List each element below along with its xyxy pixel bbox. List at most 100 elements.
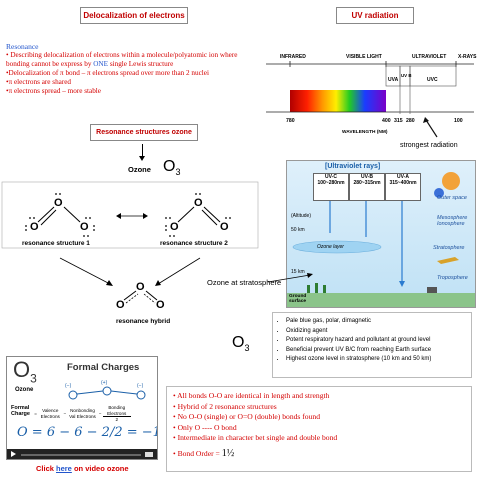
wavelength-axis-label: WAVELENGTH (NM) <box>342 129 388 135</box>
atmosphere-illustration: [Ultraviolet rays] UV-C 100~280nm UV-B 2… <box>286 160 476 308</box>
formula-bonding: Bonding Electrons <box>102 405 131 417</box>
outer-space-label: Outer space <box>437 195 467 201</box>
planet-icon <box>434 188 444 198</box>
altitude-15km: 15 km <box>291 269 305 275</box>
atmosphere-title: [Ultraviolet rays] <box>325 163 381 170</box>
resonance-definition: Resonance • Describing delocalization of… <box>6 42 258 96</box>
resonance-title-box: Resonance structures ozone <box>90 124 198 141</box>
troposphere-label: Troposphere <box>437 275 468 281</box>
resonance-hybrid-label: resonance hybrid <box>116 318 171 325</box>
uv-spectrum-diagram: INFRARED VISIBLE LIGHT ULTRAVIOLET X-RAY… <box>266 54 477 138</box>
deloc-bullet-4-text: π electrons spread – more stable <box>8 87 101 95</box>
video-o3-formula: O3 <box>13 357 37 385</box>
uv-label-infrared: INFRARED <box>280 54 306 60</box>
ozone-facts-list: • All bonds O-O are identical in length … <box>173 391 465 459</box>
uva-column-label: UV-A <box>397 174 409 180</box>
ozone-facts-box: • All bonds O-O are identical in length … <box>166 386 472 472</box>
svg-text:O: O <box>136 281 145 293</box>
svg-text:O: O <box>194 197 203 209</box>
ozone-fact-text: Hybrid of 2 resonance structures <box>177 401 277 411</box>
ground-surface-label: Ground surface <box>289 294 307 304</box>
mesosphere-label: Mesosphere Ionosphere <box>437 215 468 227</box>
uvc-column: UV-C 100~280nm <box>313 173 349 201</box>
video-title: Formal Charges <box>67 362 140 373</box>
handwritten-calculation: O = 6 − 6 − 2/2 = −1 <box>17 425 158 440</box>
play-icon[interactable] <box>11 451 16 457</box>
formula-formal: Formal Charge <box>11 405 30 417</box>
video-control-bar[interactable] <box>7 449 157 459</box>
visible-spectrum-bar <box>290 90 386 112</box>
tick-280: 280 <box>406 118 415 124</box>
ozone-layer-ellipse <box>292 240 382 254</box>
ozone-video-thumbnail[interactable]: O3 Ozone Formal Charges (−) (+) (−) Form… <box>6 356 158 460</box>
formula-nonbond: Nonbonding Val Electrons <box>69 408 96 419</box>
resonance-down-arrow <box>142 144 143 158</box>
video-link-here[interactable]: here <box>56 464 72 473</box>
uva-column-range: 315~400nm <box>389 180 417 186</box>
altitude-50km: 50 km <box>291 227 305 233</box>
uv-ray-arrows <box>287 172 475 307</box>
uvc-column-label: UV-C <box>325 174 337 180</box>
deloc-bullet-3: •π electrons are shared <box>6 78 72 86</box>
video-ozone-drawing: (−) (+) (−) <box>65 380 146 400</box>
uva-band <box>385 65 401 87</box>
uvb-column-label: UV-B <box>361 174 373 180</box>
video-o: O <box>13 357 31 382</box>
formula-over: 2 <box>115 417 119 422</box>
svg-text:O: O <box>116 299 125 311</box>
uv-title: UV radiation <box>351 11 399 20</box>
resonance-hybrid-structure: O O O <box>116 281 165 311</box>
o3-property-item: Potent respiratory hazard and pollutant … <box>286 336 467 346</box>
resonance-structure-1-label: resonance structure 1 <box>22 240 90 247</box>
uv-label-xrays: X-RAYS <box>458 54 477 60</box>
formula-bonding-fraction: Bonding Electrons 2 <box>102 405 131 423</box>
o3-property-item: Highest ozone level in stratosphere (10 … <box>286 355 467 365</box>
resonance-title: Resonance structures ozone <box>96 129 192 136</box>
bond-order-label: Bond Order = <box>177 448 222 458</box>
sun-icon <box>442 172 460 190</box>
deloc-title-box: Delocalization of electrons <box>80 7 188 24</box>
o3-properties-box: Pale blue gas, polar, dimagnetic Oxidizi… <box>272 312 472 378</box>
ozone-stratosphere-label: Ozone at stratosphere <box>207 278 282 287</box>
uv-label-ultraviolet: ULTRAVIOLET <box>412 54 446 60</box>
svg-text:(−): (−) <box>137 383 144 389</box>
formula-eq: = <box>34 410 37 416</box>
resonance-structures: O O O O O O O O O <box>1 181 259 311</box>
deloc-title: Delocalization of electrons <box>83 11 185 20</box>
airplane-icon <box>437 257 459 264</box>
ozone-fact-item: • No O-O (single) or O=O (double) bonds … <box>173 412 320 421</box>
resonance-structure-2: O O O <box>165 193 231 237</box>
deloc-bullet-1a: Describing delocalization of electrons w… <box>6 51 238 68</box>
ozone-fact-text: Intermediate in character bet single and… <box>177 433 338 442</box>
tick-315: 315 <box>394 118 403 124</box>
video-link-prefix: Click <box>36 464 57 473</box>
altitude-label: (Altitude) <box>291 213 312 219</box>
tick-400: 400 <box>382 118 391 124</box>
uv-title-box: UV radiation <box>336 7 414 24</box>
ozone-name: Ozone <box>128 165 151 174</box>
deloc-bullet-1: • Describing delocalization of electrons… <box>6 51 238 68</box>
deloc-bullet-1-one: ONE <box>93 60 109 68</box>
video-link-text[interactable]: Click here on video ozone <box>36 464 129 473</box>
o3-property-item: Beneficial prevent UV B/C from reaching … <box>286 346 467 356</box>
video-link-suffix: on video ozone <box>71 464 129 473</box>
uvb-label: UV B <box>401 73 412 78</box>
uvc-band <box>409 65 457 87</box>
ground-strip <box>287 293 475 307</box>
o3-props-o: O <box>232 334 245 351</box>
svg-text:O: O <box>30 221 39 233</box>
o3-props-sub: 3 <box>244 343 250 354</box>
bond-order-value: 1½ <box>221 447 235 459</box>
ozone-stratosphere-arrow <box>267 273 313 283</box>
deloc-bullet-1c: single Lewis structure <box>108 60 174 68</box>
strongest-arrow <box>425 119 438 138</box>
svg-text:(−): (−) <box>65 383 72 389</box>
video-progress-track[interactable] <box>21 454 141 456</box>
volume-icon[interactable] <box>145 452 153 457</box>
arrow-to-hybrid-right <box>157 257 201 285</box>
resonance-structure-2-label: resonance structure 2 <box>160 240 228 247</box>
uva-label: UVA <box>388 77 399 83</box>
ozone-fact-item: • Only O ---- O bond <box>173 422 237 432</box>
bond-order-item: • Bond Order = 1½ <box>173 447 235 459</box>
video-sub: 3 <box>30 371 37 386</box>
